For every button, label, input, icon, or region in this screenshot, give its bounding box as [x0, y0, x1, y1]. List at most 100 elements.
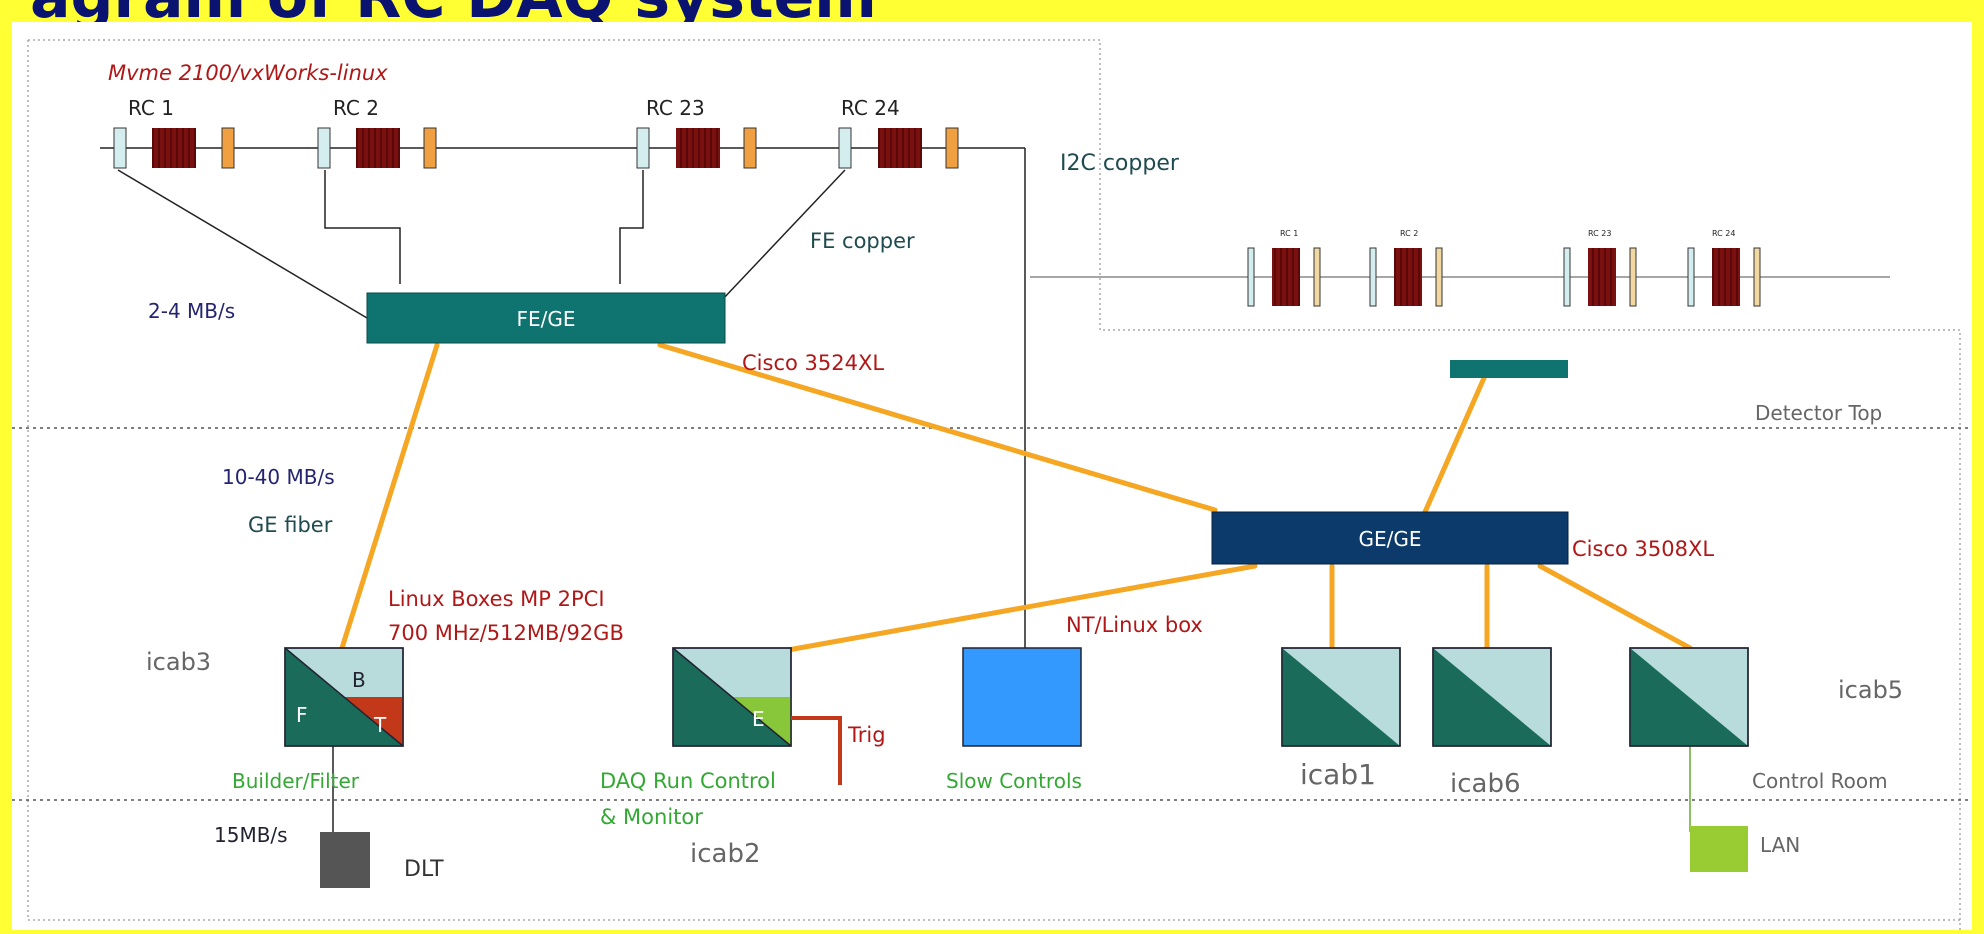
rc23-power [743, 127, 757, 169]
core-to-daq-fiber [785, 563, 1258, 653]
rc23-io-card [636, 127, 650, 169]
top-switch-to-core-fiber [1422, 375, 1487, 515]
rc23-rack [676, 128, 720, 168]
daq-e-label: E [752, 707, 765, 731]
icab5-label: icab5 [1838, 676, 1903, 704]
daq-run-control-box [672, 647, 792, 747]
dlt-label: DLT [404, 857, 444, 882]
rc24-label: RC 24 [841, 96, 900, 120]
mini-rc24 [1687, 247, 1761, 307]
mini-rc1-power [1313, 247, 1321, 307]
fe-to-builder-fiber [339, 342, 440, 651]
mini-rc23-power [1629, 247, 1637, 307]
rc2-crate [317, 127, 437, 169]
mini-rc24-label: RC 24 [1712, 229, 1735, 238]
control-room-label: Control Room [1752, 769, 1888, 793]
rc1-power [221, 127, 235, 169]
upper-region-border [28, 39, 1961, 930]
rc1-fe-link [117, 169, 368, 319]
daq-diagram: Mvme 2100/vxWorks-linux RC 1 RC 2 RC 23 … [12, 39, 1972, 930]
mini-rc1-rack [1272, 248, 1300, 306]
linux-boxes-label-1: Linux Boxes MP 2PCI [388, 587, 605, 611]
mini-readout-crates [1247, 247, 1761, 307]
mini-rc2-rack [1394, 248, 1422, 306]
icab2-label: icab2 [690, 839, 761, 869]
daq-label-1: DAQ Run Control [600, 769, 776, 793]
cisco3508-label: Cisco 3508XL [1572, 537, 1714, 561]
dlt-box [320, 832, 370, 888]
page-title: agram of RC DAQ system [30, 0, 877, 22]
builder-t-label: T [373, 713, 387, 737]
trig-label: Trig [847, 723, 886, 747]
fe-rate-label: 2-4 MB/s [148, 299, 235, 323]
mini-rc1 [1247, 247, 1321, 307]
mini-rc2-label: RC 2 [1400, 229, 1418, 238]
mini-rc23-io [1563, 247, 1571, 307]
ge-fiber-label: GE fiber [248, 513, 333, 537]
mini-rc1-label: RC 1 [1280, 229, 1298, 238]
slow-controls-label: Slow Controls [946, 769, 1082, 793]
builder-filter-box [284, 647, 404, 747]
switches [366, 292, 1569, 565]
lan-label: LAN [1760, 833, 1800, 857]
rc1-crate [113, 127, 235, 169]
left-region-border [27, 40, 1960, 921]
ge-ge-label: GE/GE [1358, 527, 1421, 551]
rc24-rack [878, 128, 922, 168]
rc23-label: RC 23 [646, 96, 705, 120]
rc23-fe-link [619, 170, 644, 284]
detector-top-label: Detector Top [1755, 401, 1882, 425]
mini-rc23-rack [1588, 248, 1616, 306]
daq-label-2: & Monitor [600, 805, 703, 829]
rc24-power [945, 127, 959, 169]
mini-rc23-label: RC 23 [1588, 229, 1611, 238]
fe-ge-label: FE/GE [516, 307, 575, 331]
trig-connector [791, 716, 842, 785]
fe-ge-switch [366, 292, 726, 344]
ge-fiber-links [339, 342, 1693, 653]
rc2-fe-link [324, 170, 401, 284]
readout-crates [113, 127, 959, 169]
mini-rc23 [1563, 247, 1637, 307]
rc2-label: RC 2 [333, 96, 379, 120]
diagram-panel: Mvme 2100/vxWorks-linux RC 1 RC 2 RC 23 … [12, 22, 1972, 930]
fe-to-core-fiber [657, 342, 1218, 513]
rc1-rack [152, 128, 196, 168]
region-borders [12, 39, 1972, 930]
top-switch [1450, 360, 1568, 378]
dlt-rate-label: 15MB/s [214, 823, 288, 847]
copper-links [100, 147, 1890, 832]
fe-copper-label: FE copper [810, 229, 915, 253]
icab5-box [1629, 647, 1749, 747]
icab6-label: icab6 [1450, 769, 1521, 799]
lan-box [1690, 826, 1748, 872]
computer-boxes [284, 647, 1749, 888]
linux-boxes-label-2: 700 MHz/512MB/92GB [388, 621, 624, 645]
icab3-label: icab3 [146, 648, 211, 676]
labels: Mvme 2100/vxWorks-linux RC 1 RC 2 RC 23 … [108, 61, 1903, 882]
builder-filter-label: Builder/Filter [232, 769, 360, 793]
mini-rc24-io [1687, 247, 1695, 307]
rc24-io-card [838, 127, 852, 169]
ge-rate-label: 10-40 MB/s [222, 465, 335, 489]
icab1-label: icab1 [1300, 758, 1376, 791]
rc24-crate [838, 127, 959, 169]
mini-rc2-io [1369, 247, 1377, 307]
nt-linux-label: NT/Linux box [1066, 613, 1203, 637]
mini-rc1-io [1247, 247, 1255, 307]
mini-rc24-power [1753, 247, 1761, 307]
mvme-label: Mvme 2100/vxWorks-linux [108, 61, 388, 85]
rc2-io-card [317, 127, 331, 169]
i2c-label: I2C copper [1060, 151, 1180, 176]
core-to-icab5-fiber [1537, 563, 1693, 651]
icab6-box [1432, 647, 1552, 747]
slow-controls-box [962, 647, 1082, 747]
mini-rc2 [1369, 247, 1443, 307]
rc2-rack [356, 128, 400, 168]
rc1-label: RC 1 [128, 96, 174, 120]
rc2-power [423, 127, 437, 169]
mini-rc24-rack [1712, 248, 1740, 306]
builder-f-label: F [296, 703, 308, 727]
icab1-box [1281, 647, 1401, 747]
